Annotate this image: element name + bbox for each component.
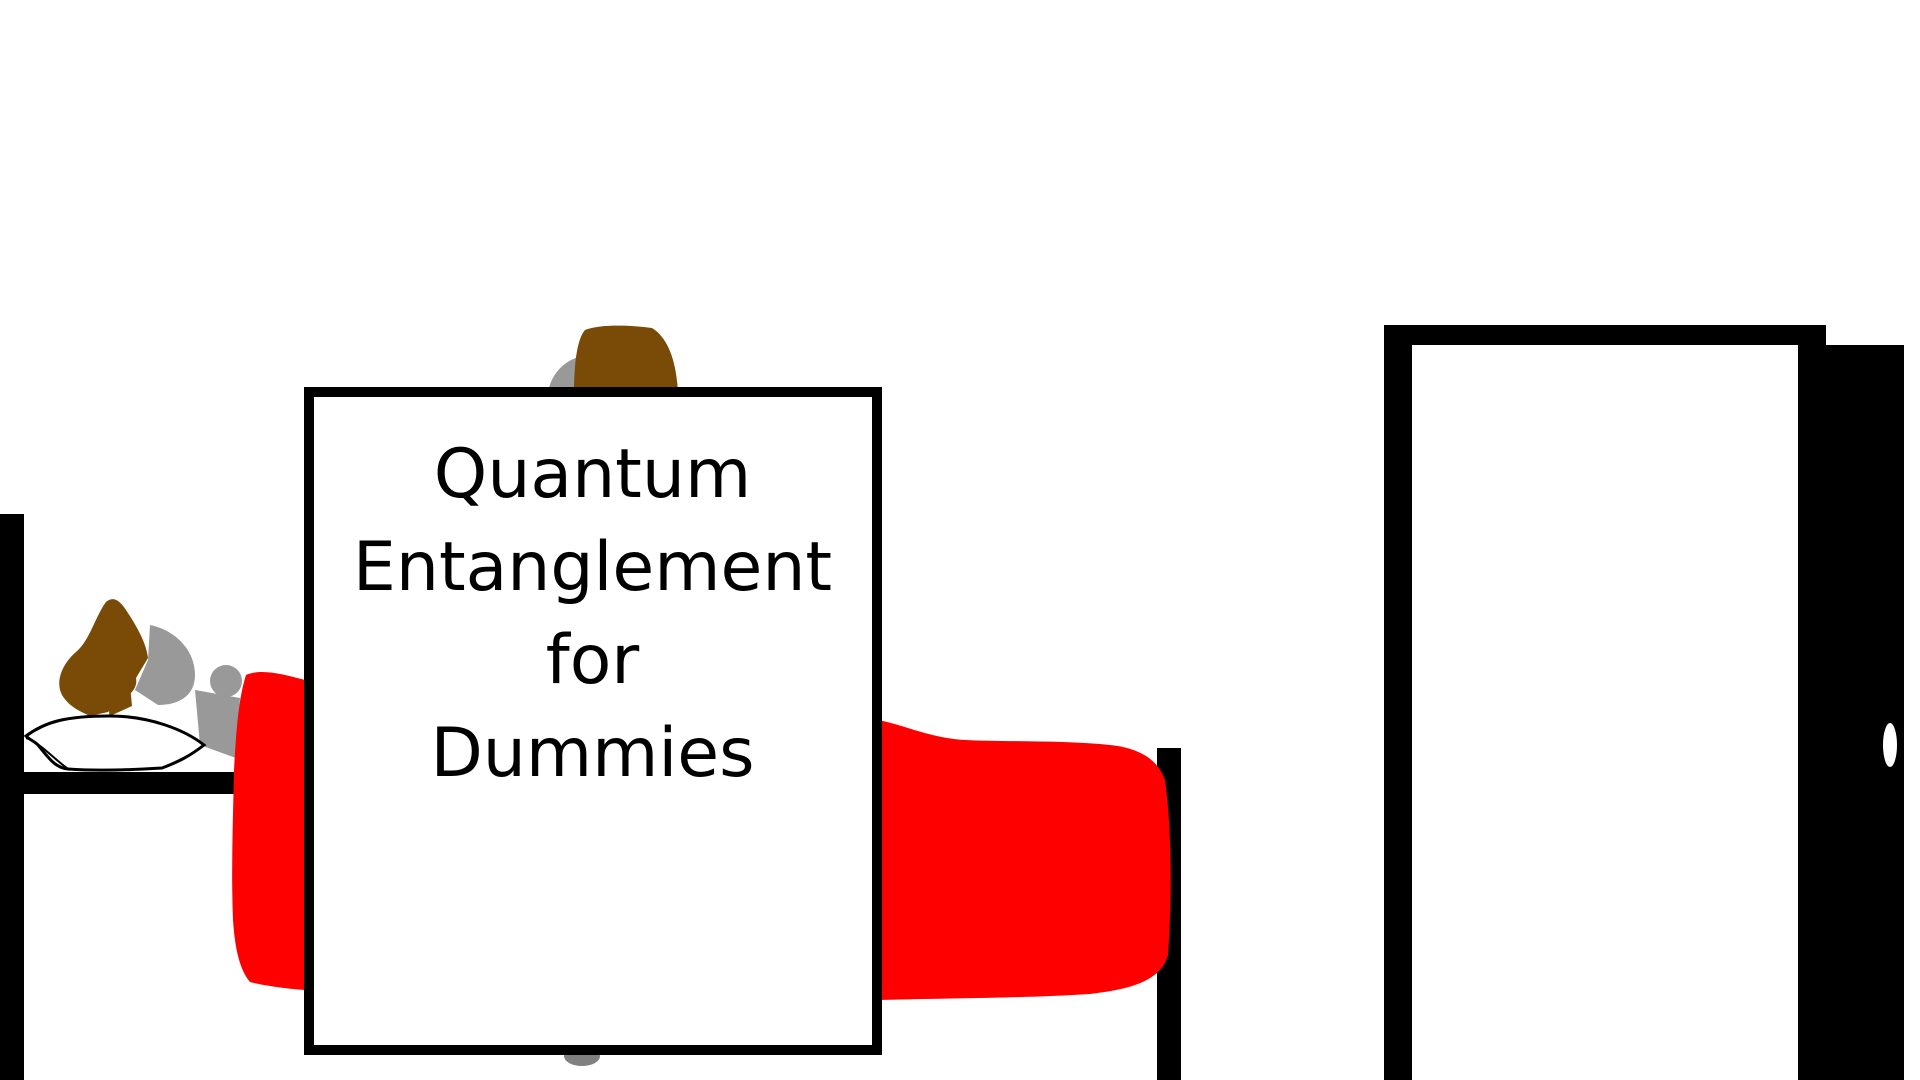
bed-headboard-post <box>0 514 24 1080</box>
sleeping-person-hair-tuft <box>109 664 132 716</box>
blanket-right <box>878 720 1171 1000</box>
book-title-line-3: for <box>545 621 640 700</box>
door-frame-right <box>1798 325 1826 1080</box>
pillow-outline <box>23 714 207 772</box>
reading-person-hair <box>574 325 678 392</box>
pillow-corner-line <box>25 737 71 771</box>
door-frame-top <box>1384 325 1826 345</box>
sleeping-person-icon <box>59 599 242 758</box>
sleeping-person-hand <box>210 665 242 697</box>
book-cover <box>304 387 882 1055</box>
blanket <box>232 672 305 990</box>
door-icon <box>1384 325 1904 1080</box>
book-title-line-4: Dummies <box>430 714 755 793</box>
sleeping-person-arm <box>195 690 240 758</box>
book-title-line-2: Entanglement <box>352 528 833 607</box>
book-title: Quantum Entanglement for Dummies <box>313 428 872 800</box>
door-knob-icon <box>1883 723 1897 767</box>
sleeping-person-hair <box>59 599 149 716</box>
book-title-line-1: Quantum <box>433 435 752 514</box>
door-frame-left <box>1384 325 1412 1080</box>
bed-rail <box>24 772 248 794</box>
sleeping-person-head <box>135 625 195 705</box>
book-icon <box>304 387 882 1055</box>
pillow-icon <box>23 714 207 772</box>
door-panel <box>1822 345 1904 1080</box>
reading-person-icon <box>548 325 678 1066</box>
